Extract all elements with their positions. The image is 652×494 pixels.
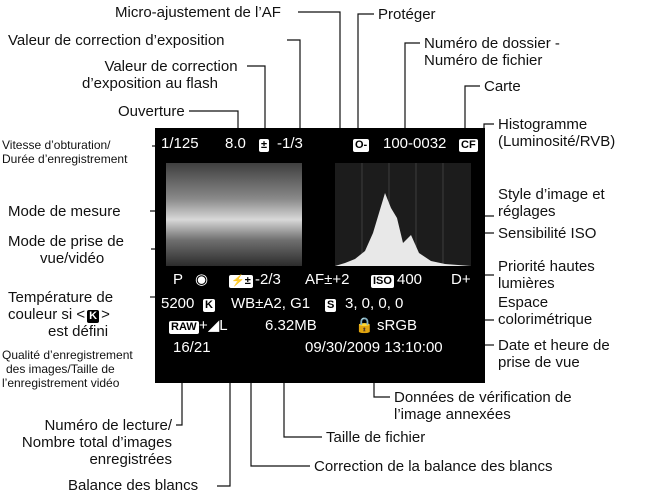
label-playback-1: Numéro de lecture/ xyxy=(44,417,172,434)
label-style-1: Style d’image et xyxy=(498,186,605,203)
label-wb-corr: Correction de la balance des blancs xyxy=(314,458,553,475)
label-hl-2: lumières xyxy=(498,275,555,292)
lcd-wb-shift: WB±A2, G1 xyxy=(231,295,311,312)
metering-icon: ◉ xyxy=(195,271,209,288)
histogram-graph xyxy=(335,163,471,266)
lcd-exp-value: -1/3 xyxy=(277,135,303,152)
lcd-folder-file: 100-0032 xyxy=(383,135,447,152)
label-shoot-1: Mode de prise de xyxy=(8,233,124,250)
lock-icon: 🔒 xyxy=(355,317,374,334)
lcd-iso-value: 400 xyxy=(397,271,423,288)
lcd-style-values: 3, 0, 0, 0 xyxy=(345,295,404,312)
lcd-highlight: D+ xyxy=(451,271,471,288)
lcd-colorspace: sRGB xyxy=(377,317,418,334)
label-metering: Mode de mesure xyxy=(8,203,121,220)
iso-icon: ISO xyxy=(371,275,394,288)
lcd-color-temp: 5200 xyxy=(161,295,195,312)
lcd-screen: 1/125 8.0 ± -1/3 O- 100-0032 CF P ◉ ⚡± -… xyxy=(155,128,485,383)
lcd-flash-value: -2/3 xyxy=(255,271,281,288)
flash-comp-icon: ⚡± xyxy=(229,275,253,288)
label-verify-1: Données de vérification de xyxy=(394,389,572,406)
leader-folder xyxy=(404,42,420,150)
label-quality-3: l’enregistrement vidéo xyxy=(2,376,120,390)
label-temp-1: Température de xyxy=(8,289,114,306)
lcd-quality-extra: +◢L xyxy=(199,317,228,334)
lcd-filesize: 6.32MB xyxy=(265,317,317,334)
label-playback-3: enregistrées xyxy=(89,451,172,468)
label-filesize: Taille de fichier xyxy=(326,429,426,446)
leader-histo xyxy=(483,123,494,165)
label-shoot-2: vue/vidéo xyxy=(40,250,105,267)
card-icon: CF xyxy=(459,139,478,152)
label-date-1: Date et heure de xyxy=(498,337,610,354)
lcd-aperture: 8.0 xyxy=(225,135,246,152)
label-temp-2: couleur si <K> xyxy=(8,306,110,323)
label-temp-4: est défini xyxy=(48,323,109,340)
photo-thumbnail xyxy=(166,163,302,266)
lcd-shutter: 1/125 xyxy=(161,135,199,152)
label-quality-2: des images/Taille de xyxy=(6,362,115,376)
label-shutter-1: Vitesse d’obturation/ xyxy=(2,138,111,152)
leader-exp-comp xyxy=(287,39,301,148)
label-shutter-2: Durée d’enregistrement xyxy=(2,152,128,166)
label-micro-af: Micro-ajustement de l’AF xyxy=(115,4,281,21)
label-histo-1: Histogramme xyxy=(498,116,588,133)
kelvin-label-icon: K xyxy=(87,310,100,323)
lcd-mode: P xyxy=(173,271,184,288)
label-aperture: Ouverture xyxy=(118,103,185,120)
lcd-af-micro: AF±+2 xyxy=(305,271,350,288)
kelvin-icon: K xyxy=(203,299,215,312)
leader-protect xyxy=(357,13,374,145)
protect-icon: O- xyxy=(353,139,370,152)
label-histo-2: (Luminosité/RVB) xyxy=(498,133,616,150)
label-wb: Balance des blancs xyxy=(68,477,199,494)
lcd-playback: 16/21 xyxy=(173,339,211,356)
label-verify-2: l’image annexées xyxy=(394,406,511,423)
label-hl-1: Priorité hautes xyxy=(498,258,595,275)
exp-comp-icon: ± xyxy=(259,139,270,152)
label-cs-1: Espace xyxy=(498,294,549,311)
label-iso: Sensibilité ISO xyxy=(498,225,597,242)
label-flash-comp-1: Valeur de correction xyxy=(104,58,238,75)
label-quality-1: Qualité d’enregistrement xyxy=(2,348,133,362)
picture-style-icon: S xyxy=(325,299,337,312)
label-flash-comp-2: d’exposition au flash xyxy=(82,75,218,92)
label-folder-2: Numéro de fichier xyxy=(424,52,543,69)
label-date-2: prise de vue xyxy=(498,354,580,371)
quality-icon: RAW xyxy=(169,321,199,334)
lcd-datetime: 09/30/2009 13:10:00 xyxy=(305,339,443,356)
label-exp-comp: Valeur de correction d’exposition xyxy=(8,32,225,49)
label-playback-2: Nombre total d’images xyxy=(21,434,172,451)
label-cs-2: colorimétrique xyxy=(498,311,593,328)
label-folder-1: Numéro de dossier - xyxy=(424,35,560,52)
label-style-2: réglages xyxy=(498,203,556,220)
label-protect: Protéger xyxy=(378,6,436,23)
label-card: Carte xyxy=(484,78,521,95)
